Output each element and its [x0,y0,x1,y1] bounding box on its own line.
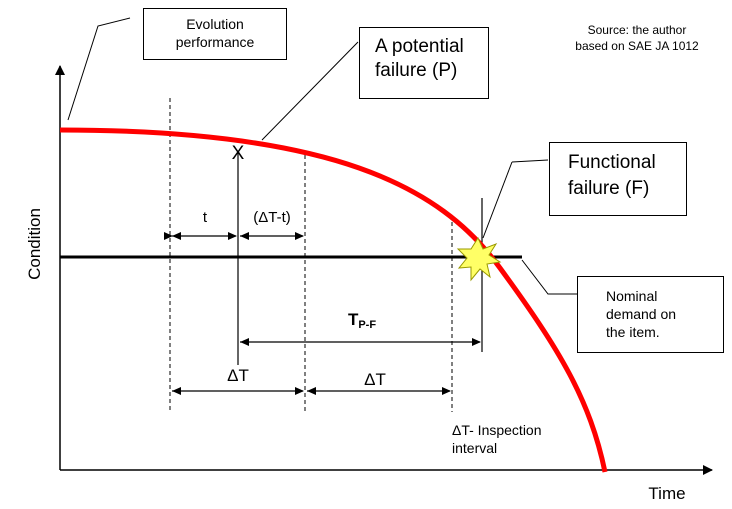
delta-t-minus-t-head-left [240,232,249,240]
evolution-performance-box: Evolution performance [143,8,287,60]
tpf-arrow-head-left [240,338,249,346]
nominal-line3: the item. [606,324,660,340]
functional-leader [511,159,549,163]
delta-t-label-2: ΔT [364,370,386,389]
inspection-note-line1: ΔT- Inspection [452,422,542,438]
functional-line1: Functional [568,152,656,173]
tpf-label-sub: P-F [358,319,376,331]
functional-failure-starburst [456,236,502,282]
functional-failure-box: Functional failure (F) [549,142,687,216]
potential-leader [261,41,359,141]
evolution-curve [59,127,608,473]
delta-t-1-head-left [172,387,181,395]
t-arrow-head-left [172,232,181,240]
functional-line2: failure (F) [568,178,650,199]
y-axis-label: Condition [25,208,44,280]
delta-t-2-head-left [307,387,316,395]
nominal-line1: Nominal [606,288,658,304]
nominal-line2: demand on [606,306,677,322]
evolution-line1: Evolution [186,16,244,32]
functional-leader-2 [482,161,513,239]
delta-t-label-1: ΔT [227,366,249,385]
tpf-label-main: T [348,310,359,329]
evolution-leader [67,17,131,121]
evolution-line2: performance [175,34,255,50]
delta-t-minus-t-label: (ΔT-t) [253,209,291,226]
potential-line2: failure (P) [375,60,458,81]
source-line2: based on SAE JA 1012 [575,39,699,53]
tpf-label: TP-F [348,310,376,331]
x-axis-label: Time [648,484,685,503]
potential-failure-marker: X [232,143,245,164]
inspection-note-line2: interval [452,440,497,456]
potential-line1: A potential [375,36,464,57]
t-label: t [203,209,208,226]
nominal-leader [521,259,578,295]
potential-failure-box: A potential failure (P) [359,27,489,99]
nominal-demand-box: Nominal demand on the item. [577,276,724,353]
source-line1: Source: the author [588,23,687,37]
